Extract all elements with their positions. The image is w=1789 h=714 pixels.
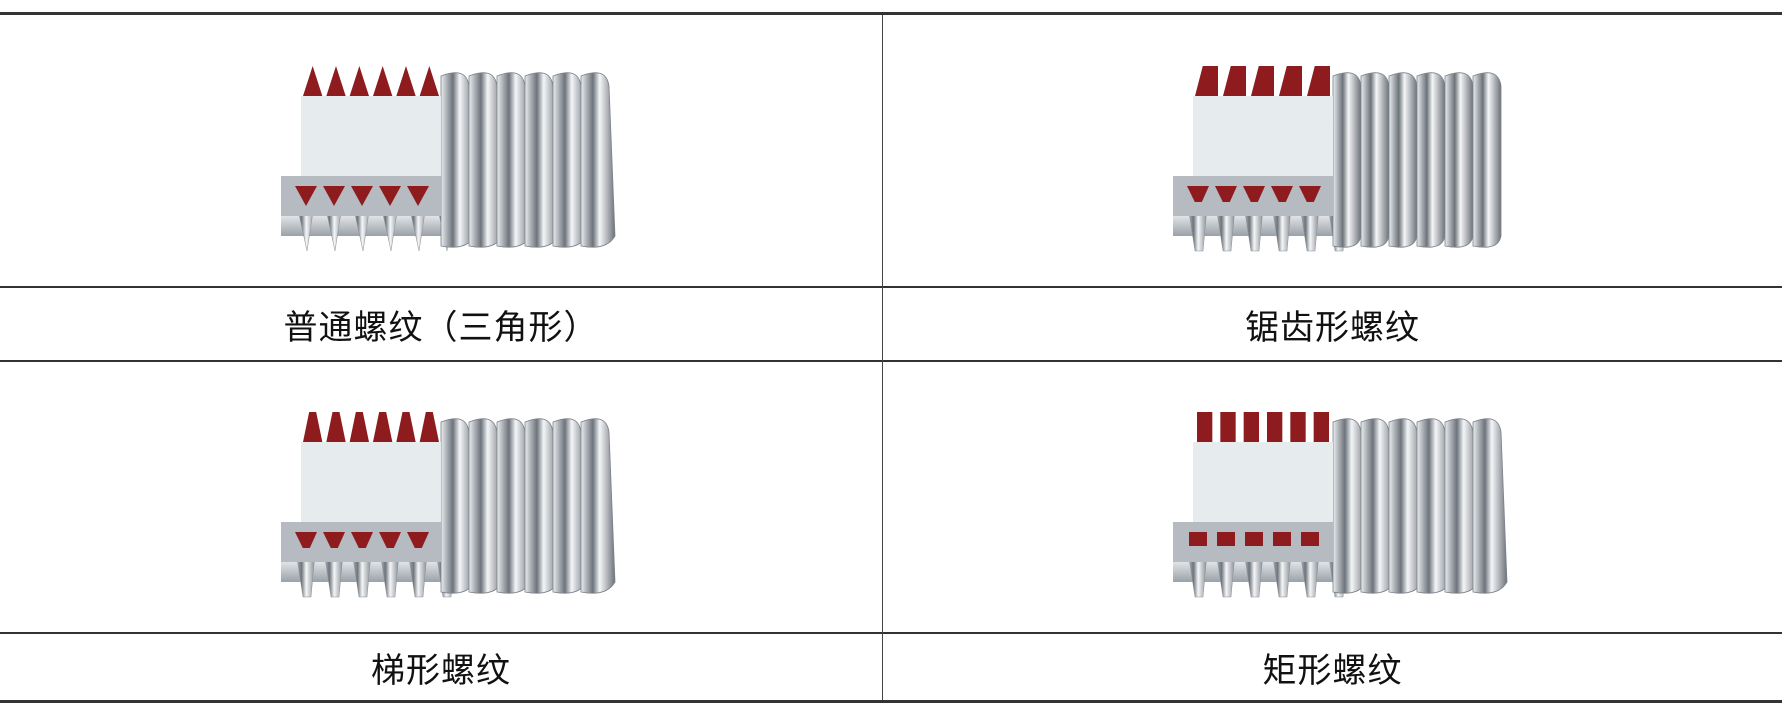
thread-tooth-profile [419, 412, 439, 442]
image-cell-triangular [0, 15, 882, 286]
image-cell-buttress [883, 15, 1782, 286]
thread-tooth-profile [396, 65, 416, 96]
table-bottom-rule [0, 700, 1782, 703]
thread-tooth-profile [1289, 412, 1306, 442]
thread-tooth-profile [1278, 65, 1302, 96]
thread-tooth-profile [349, 65, 369, 96]
thread-tooth-profile [303, 65, 323, 96]
thread-tooth-profile [1214, 185, 1237, 202]
thread-tooth-profile [1244, 532, 1263, 546]
thread-tooth-profile [303, 412, 323, 442]
triangular-thread-illustration [281, 65, 616, 251]
thread-tooth-profile [407, 532, 429, 548]
thread-tooth-profile [1266, 412, 1282, 442]
thread-tooth-profile [326, 65, 346, 96]
thread-tooth-profile [1298, 185, 1321, 202]
thread-ridge [1444, 71, 1473, 248]
thread-tooth-profile [323, 185, 345, 206]
thread-tooth-profile [1300, 532, 1319, 546]
thread-tooth-profile [1194, 65, 1218, 96]
section-face [301, 95, 441, 176]
thread-tooth-profile [349, 412, 369, 442]
thread-tooth-profile [1188, 532, 1207, 546]
row-divider [0, 286, 1782, 288]
section-face [301, 442, 441, 522]
thread-ridge [1472, 418, 1507, 594]
image-cell-rectangular [883, 362, 1782, 632]
thread-tooth-profile [407, 185, 429, 206]
thread-tooth-profile [351, 532, 373, 548]
thread-tooth-profile [1219, 412, 1236, 442]
rectangular-thread-illustration [1172, 412, 1507, 598]
thread-tooth-profile [1243, 412, 1259, 442]
label-cell: 梯形螺纹 [0, 634, 882, 700]
thread-tooth-profile [1306, 65, 1330, 96]
column-divider [882, 15, 883, 700]
thread-type-label: 锯齿形螺纹 [1245, 307, 1420, 348]
thread-tooth-profile [373, 412, 393, 442]
trapezoidal-thread-illustration [281, 412, 616, 598]
thread-type-label: 梯形螺纹 [371, 650, 511, 691]
thread-tooth-profile [1272, 532, 1291, 546]
thread-tooth-profile [1196, 412, 1212, 442]
thread-ridge [1416, 71, 1445, 248]
thread-ridge [1360, 71, 1389, 248]
label-cell: 普通螺纹（三角形） [0, 288, 882, 360]
thread-tooth-profile [326, 412, 346, 442]
thread-type-label: 普通螺纹（三角形） [283, 307, 599, 348]
thread-ridge [1472, 71, 1501, 248]
thread-tooth-profile [1186, 185, 1209, 202]
thread-tooth-profile [1216, 532, 1235, 546]
thread-tooth-profile [351, 185, 373, 206]
thread-tooth-profile [396, 412, 416, 442]
thread-tooth-profile [323, 532, 345, 548]
section-face [1192, 95, 1333, 176]
thread-tooth-profile [379, 185, 401, 206]
thread-ridge [580, 71, 616, 248]
thread-tooth-profile [373, 65, 393, 96]
thread-tooth-profile [1270, 185, 1293, 202]
thread-tooth-profile [1250, 65, 1274, 96]
thread-tooth-profile [379, 532, 401, 548]
image-cell-trapezoidal [0, 362, 882, 632]
thread-tooth-profile [1313, 412, 1329, 442]
thread-tooth-profile [295, 185, 317, 206]
section-face [1192, 442, 1333, 522]
thread-ridge [1332, 71, 1361, 248]
thread-type-label: 矩形螺纹 [1262, 650, 1403, 691]
thread-tooth-profile [1222, 65, 1246, 96]
label-cell: 矩形螺纹 [883, 634, 1782, 700]
buttress-thread-illustration [1172, 65, 1501, 251]
thread-ridge [1388, 71, 1417, 248]
row-divider [0, 632, 1782, 634]
label-cell: 锯齿形螺纹 [883, 288, 1782, 360]
thread-tooth-profile [295, 532, 317, 548]
thread-tooth-profile [1242, 185, 1265, 202]
table-top-rule [0, 12, 1782, 15]
thread-ridge [580, 418, 616, 594]
thread-tooth-profile [419, 65, 439, 96]
row-divider [0, 360, 1782, 362]
